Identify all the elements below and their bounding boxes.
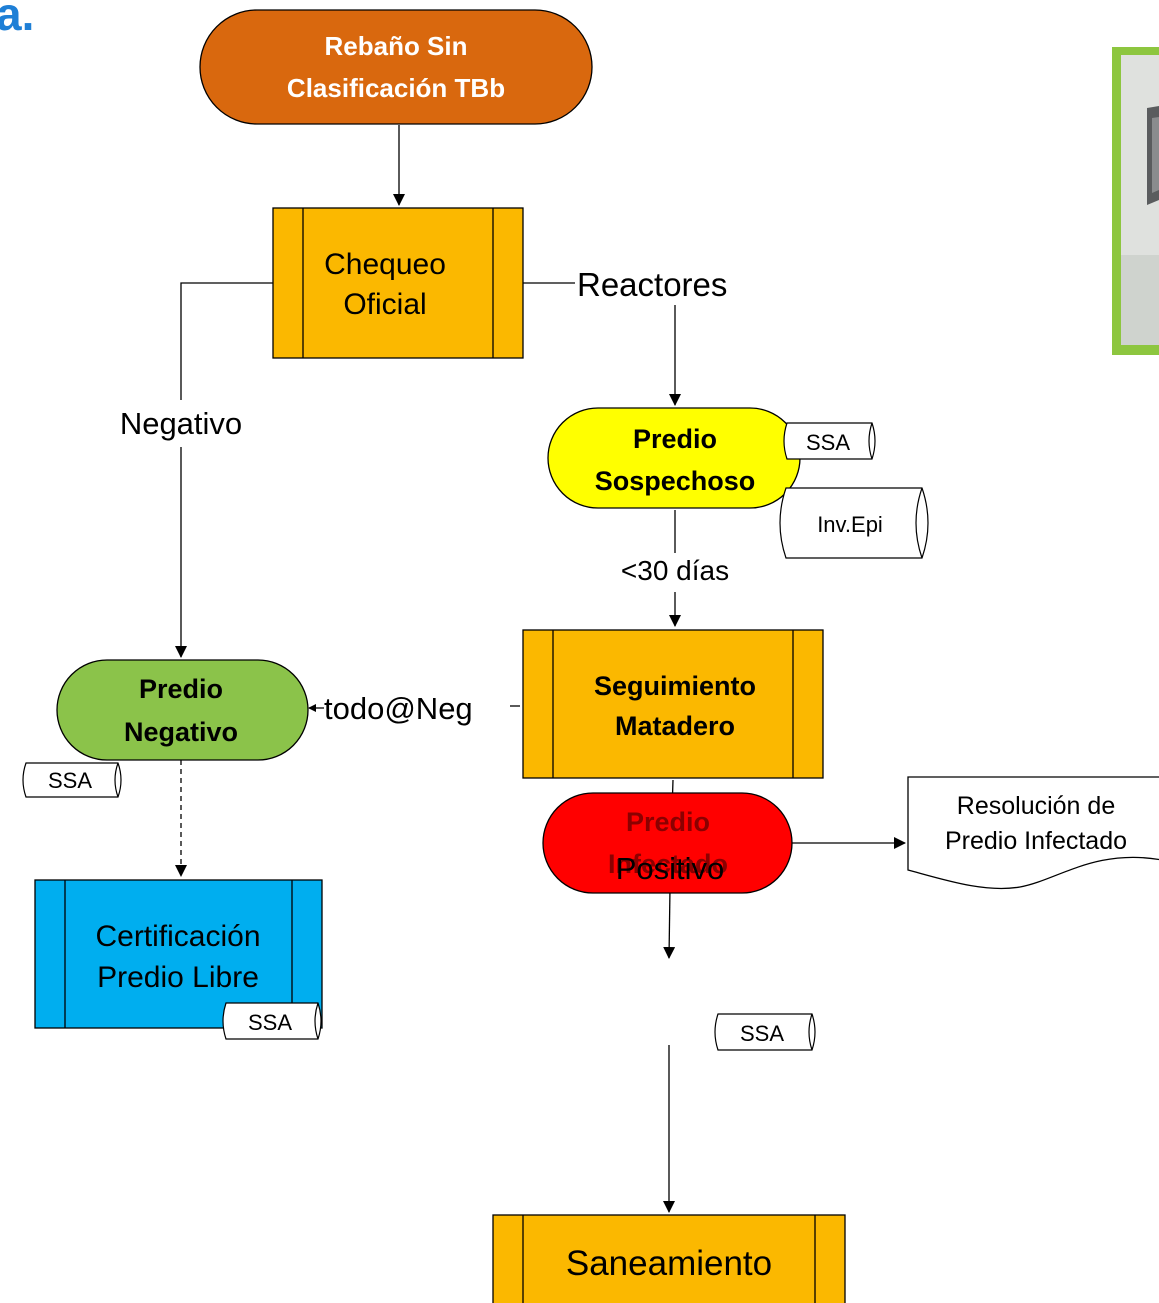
edge-label-reactores: Reactores [577, 266, 727, 303]
edge-chequeo-left [180, 282, 273, 400]
edge-label-todo-neg: todo@Neg [324, 691, 473, 726]
node-label-line: Sospechoso [595, 466, 756, 496]
node-label-line: Predio Libre [97, 961, 259, 994]
node-label-line: Clasificación TBb [287, 73, 505, 103]
node-label-line: Negativo [124, 717, 238, 747]
header-fragment: a. [0, 0, 34, 40]
node-label: Saneamiento [566, 1244, 772, 1283]
node-saneamiento: Saneamiento [492, 1214, 846, 1303]
tag-ssa-certificacion: SSA [222, 1002, 322, 1040]
tag-inv-epi: Inv.Epi [779, 487, 929, 559]
edge-label-positivo: Positivo [616, 851, 725, 886]
edge-positivo-down [663, 887, 676, 959]
tag-label: SSA [248, 1010, 292, 1035]
node-label-line: Predio [633, 424, 717, 454]
node-label-line: Predio [626, 807, 710, 837]
node-label-line: Chequeo [324, 248, 446, 281]
tag-label: Inv.Epi [817, 512, 883, 537]
node-label-line: Matadero [615, 711, 735, 741]
tag-label: SSA [48, 768, 92, 793]
photo-frame [1112, 47, 1159, 355]
node-predio-sospechoso: Predio Sospechoso [547, 407, 801, 509]
tag-ssa-sospechoso: SSA [783, 422, 876, 460]
node-chequeo-oficial: Chequeo Oficial [272, 207, 524, 359]
node-label-line: Predio Infectado [945, 827, 1127, 855]
edge-label-dias: <30 días [621, 555, 729, 586]
connectors [175, 125, 906, 1213]
node-label-line: Seguimiento [594, 671, 756, 701]
node-label-line: Resolución de [957, 792, 1115, 820]
node-label-line: Rebaño Sin [324, 31, 467, 61]
edge-label-negativo: Negativo [120, 406, 242, 441]
tag-ssa-negativo: SSA [22, 762, 122, 798]
node-label-line: Infectado [608, 849, 728, 879]
node-rebano-sin-clasificacion: Rebaño Sin Clasificación TBb [199, 9, 593, 125]
tag-ssa-infectado: SSA [714, 1013, 816, 1051]
node-predio-infectado: Predio Infectado [542, 792, 793, 894]
node-resolucion-documento: Resolución de Predio Infectado [907, 776, 1159, 890]
node-label-line: Oficial [343, 288, 426, 321]
tag-label: SSA [740, 1021, 784, 1046]
node-label-line: Predio [139, 674, 223, 704]
node-seguimiento-matadero: Seguimiento Matadero [522, 629, 824, 779]
tag-label: SSA [806, 430, 850, 455]
node-label-line: Certificación [95, 920, 260, 953]
node-predio-negativo: Predio Negativo [56, 659, 309, 761]
